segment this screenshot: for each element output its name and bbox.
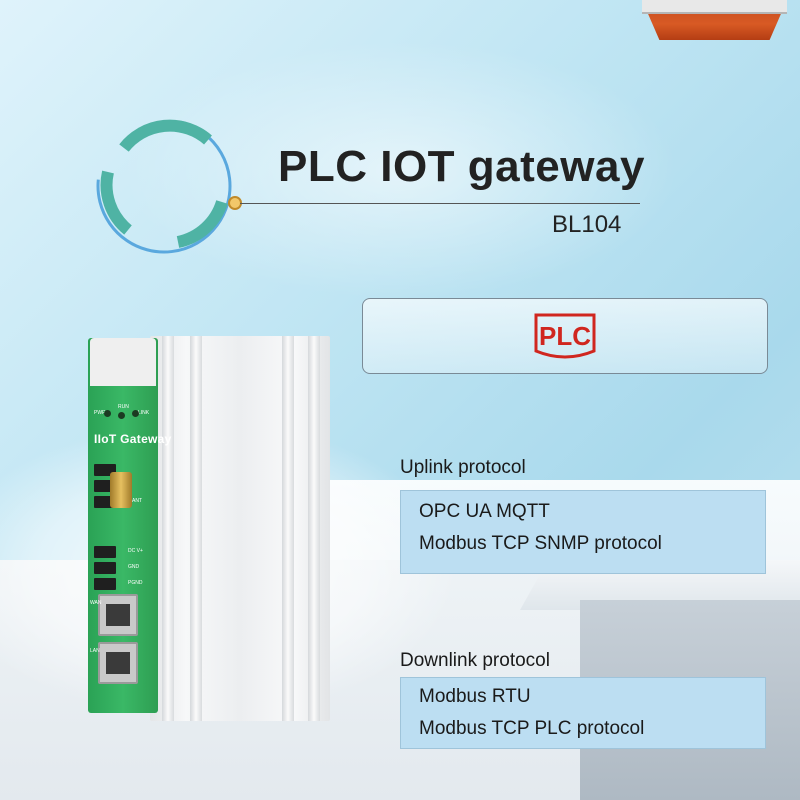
led-label-pwr: PWR [94, 410, 106, 416]
ring-graphic-icon [96, 118, 242, 254]
led-run-icon [118, 412, 125, 419]
port-label-wan: WAN [90, 600, 102, 606]
downlink-line-1: Modbus RTU [419, 686, 531, 707]
led-link-icon [132, 410, 139, 417]
corner-tab-rim [642, 0, 787, 14]
port-label-gnd: GND [128, 564, 140, 570]
uplink-line-2: Modbus TCP SNMP protocol [419, 533, 662, 554]
page-title: PLC IOT gateway [278, 142, 645, 191]
led-pwr-icon [104, 410, 111, 417]
downlink-panel: Modbus RTU Modbus TCP PLC protocol [400, 677, 766, 749]
ethernet-port-lan-icon [98, 642, 138, 684]
uplink-panel: OPC UA MQTT Modbus TCP SNMP protocol [400, 490, 766, 574]
led-label-run: RUN [118, 404, 129, 410]
plc-logo-icon: PLC [534, 313, 596, 359]
downlink-label: Downlink protocol [400, 650, 550, 671]
downlink-line-2: Modbus TCP PLC protocol [419, 718, 645, 739]
port-label-ant: ANT [132, 498, 142, 504]
gateway-device-image: PWR RUN LINK IIoT Gateway ANT DC V+ GND … [88, 328, 330, 728]
logo-box: PLC [362, 298, 768, 374]
logo-text: PLC [539, 321, 591, 351]
device-housing [150, 336, 330, 721]
led-label-link: LINK [138, 410, 150, 416]
uplink-label: Uplink protocol [400, 457, 526, 478]
device-label: IIoT Gateway [94, 432, 172, 446]
background-glow [120, 40, 680, 300]
antenna-connector-icon [110, 472, 132, 508]
ethernet-port-wan-icon [98, 594, 138, 636]
uplink-line-1: OPC UA MQTT [419, 501, 550, 522]
port-label-dcv: DC V+ [128, 548, 143, 554]
port-label-pgnd: PGND [128, 580, 143, 586]
model-number: BL104 [552, 211, 622, 238]
port-label-lan: LAN [90, 648, 100, 654]
title-underline [240, 203, 640, 204]
device-front-panel: PWR RUN LINK IIoT Gateway ANT DC V+ GND … [88, 338, 171, 713]
